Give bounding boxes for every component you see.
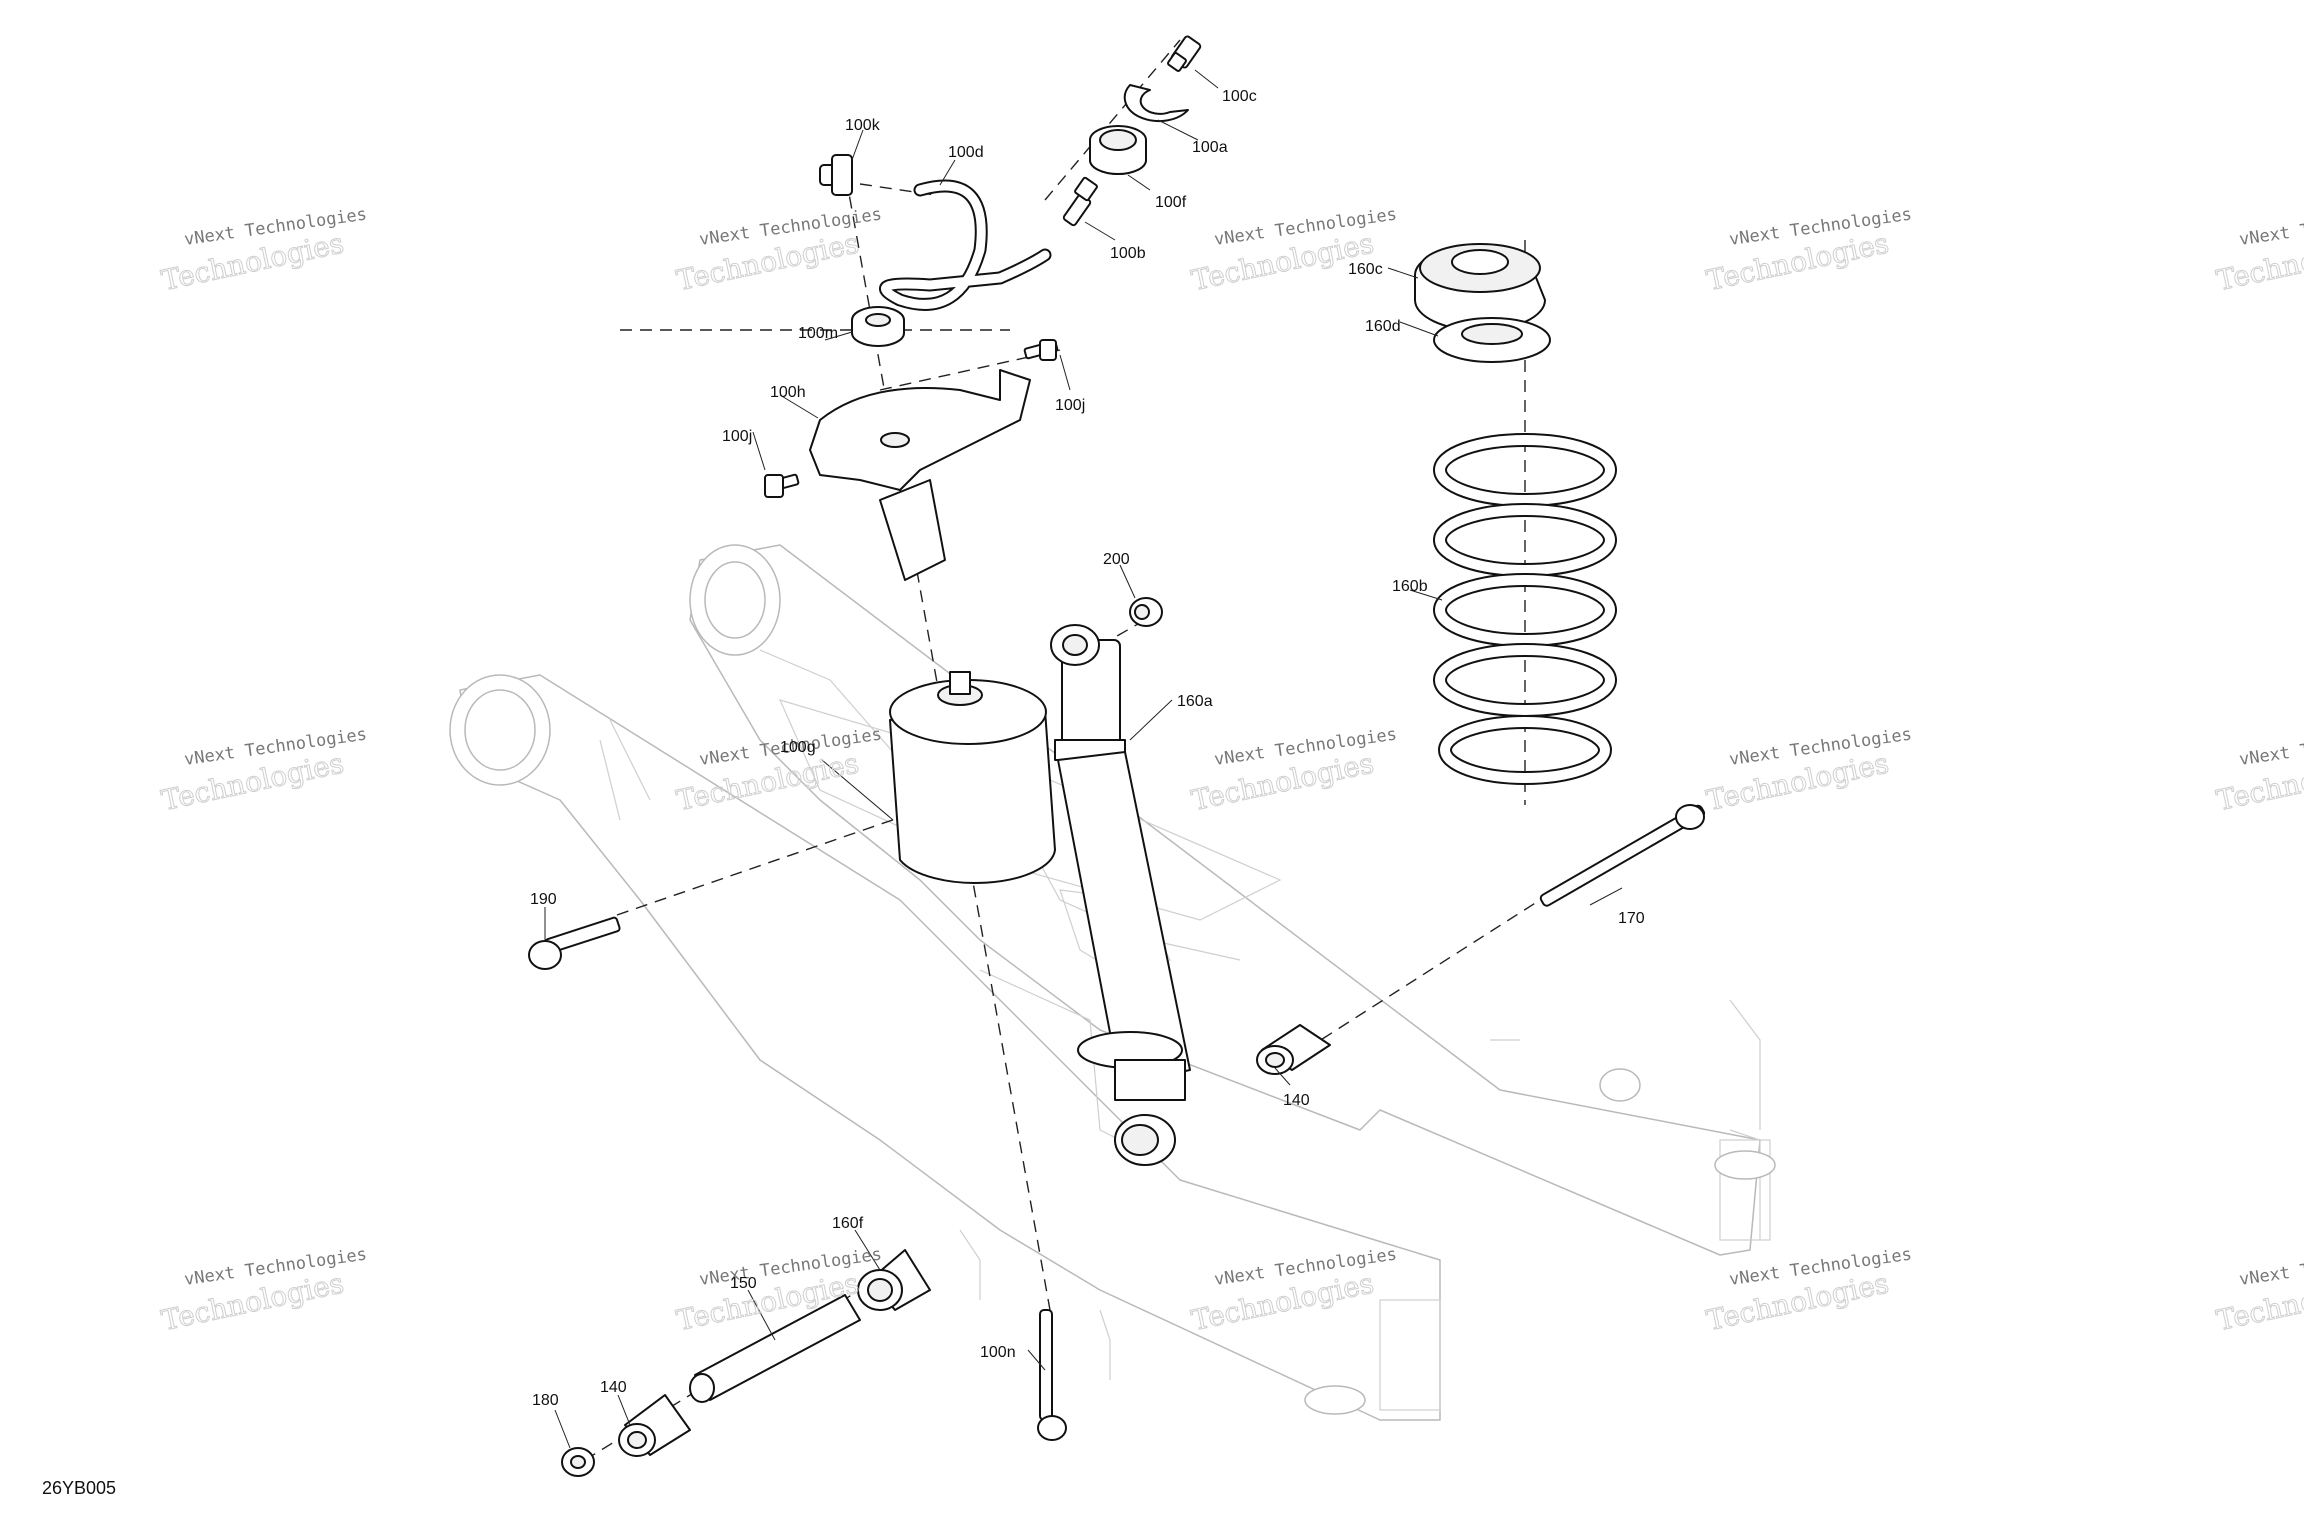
bushing-140-right [1256, 1024, 1331, 1075]
pin-170 [1539, 804, 1706, 907]
callout-100h: 100h [770, 384, 806, 401]
bracket-100h [809, 369, 1031, 581]
callout-160b: 160b [1392, 578, 1428, 595]
elbow-100k [819, 154, 853, 196]
callout-160f: 160f [832, 1215, 864, 1232]
watermark-text: vNext Technologies [2238, 1245, 2304, 1290]
callout-140-right: 140 [1283, 1092, 1310, 1109]
callout-100c: 100c [1222, 88, 1257, 105]
callout-100j-left: 100j [722, 428, 752, 445]
callout-100m: 100m [798, 325, 838, 342]
leader-lines [544, 69, 1623, 1449]
bolt-190 [528, 916, 621, 970]
callout-150: 150 [730, 1275, 757, 1292]
callout-180: 180 [532, 1392, 559, 1409]
callout-160d: 160d [1365, 318, 1401, 335]
callout-100f: 100f [1155, 194, 1187, 211]
callout-160c: 160c [1348, 261, 1383, 278]
watermark-text: vNext Technologies [2238, 725, 2304, 770]
callout-160a: 160a [1177, 693, 1213, 710]
nut-100m [851, 306, 905, 347]
callout-100d: 100d [948, 144, 984, 161]
valve-100c [1167, 35, 1202, 72]
callout-200: 200 [1103, 551, 1130, 568]
nut-180 [561, 1447, 595, 1477]
callout-140-left: 140 [600, 1379, 627, 1396]
tube-150 [689, 1294, 861, 1403]
bolt-100j-right [1023, 339, 1059, 361]
bushing-200 [1129, 597, 1163, 627]
callout-170: 170 [1618, 910, 1645, 927]
cap-100f [1089, 125, 1147, 175]
coil-spring-160b [1433, 433, 1617, 785]
clip-100a [1123, 84, 1189, 122]
bolt-100j-left [764, 473, 800, 498]
bolt-100n [1037, 1309, 1067, 1441]
callout-100j-right: 100j [1055, 397, 1085, 414]
watermark-text: vNext Technologies [2238, 205, 2304, 250]
diagram-code: 26YB005 [42, 1478, 116, 1498]
callout-100k: 100k [845, 117, 881, 134]
callout-100n: 100n [980, 1344, 1016, 1361]
callout-190: 190 [530, 891, 557, 908]
sleeve-160f [857, 1249, 931, 1311]
spacer-160d [1433, 317, 1551, 363]
shock-absorber-160a [1050, 624, 1191, 1166]
air-reservoir-100g [889, 671, 1056, 884]
callout-labels: 100c 100a 100k 100d 100f 100b 160c 160d … [530, 88, 1645, 1409]
fitting-100b [1062, 176, 1098, 227]
callout-100a: 100a [1192, 139, 1228, 156]
bushing-140-left [618, 1394, 691, 1457]
callout-100g: 100g [780, 739, 816, 756]
spring-seat-160c [1414, 243, 1546, 332]
callout-100b: 100b [1110, 245, 1146, 262]
